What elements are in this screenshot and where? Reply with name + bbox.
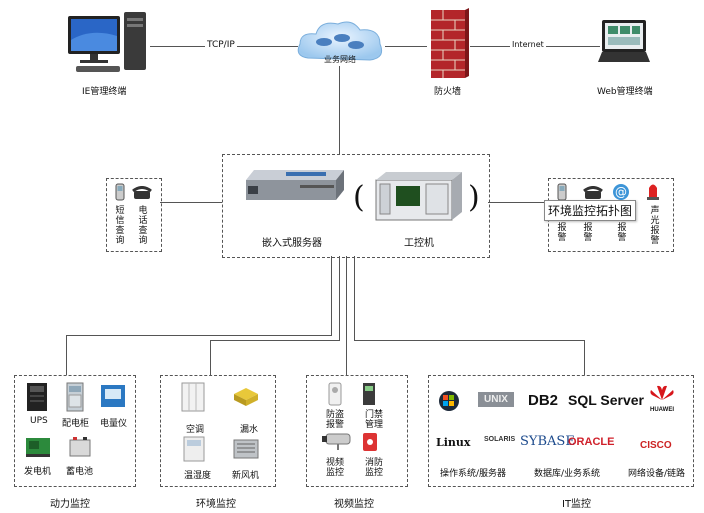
water-leak-label: 漏水 [240,425,259,435]
camera-icon [320,430,354,452]
anti-theft-icon [328,382,342,406]
oracle-logo: ORACLE [568,436,615,448]
email-icon: @ [612,183,630,201]
email-alarm-label: 报警 [617,223,627,243]
phone-mobile-icon [115,183,125,201]
distribution-cabinet-icon [66,382,84,412]
distribution-cabinet-label: 配电柜 [62,419,90,429]
sms-query-label: 短信查询 [115,206,125,246]
cloud-icon [294,18,386,68]
sql-server-logo: SQL Server [568,392,645,408]
access-control-label: 门禁管理 [364,410,383,430]
embedded-server-icon [240,166,350,226]
generator-label: 发电机 [24,467,52,477]
fresh-air-fan-label: 新风机 [232,471,260,481]
power-group-title: 动力监控 [50,499,90,510]
line-query-server [160,202,222,203]
svg-text:HUAWEI: HUAWEI [650,407,674,413]
temperature-humidity-label: 温湿度 [184,471,212,481]
it-group-title: IT监控 [562,499,592,510]
center-box [222,154,490,258]
generator-icon [24,434,52,458]
alarm-phone-icon [583,185,603,199]
anti-theft-label: 防盗报警 [325,410,344,430]
ie-terminal-pc-icon [66,10,150,80]
video-monitor-label: 视频监控 [325,458,344,478]
temperature-humidity-icon [182,436,206,462]
firewall-label: 防火墙 [434,87,462,97]
it-caption-db: 数据库/业务系统 [534,469,601,479]
huawei-logo-icon: HUAWEI [645,382,679,414]
line-cloud-server [339,66,340,154]
paren-right: ) [468,180,480,215]
bus-to-env-v1 [339,256,340,341]
cloud-label: 业务网络 [324,55,356,64]
ups-icon [26,382,48,412]
air-conditioner-icon [180,382,206,412]
db2-logo: DB2 [528,392,559,409]
sound-light-alarm-label: 声光报警 [650,206,660,246]
telephone-icon [132,185,152,199]
bus-to-power-v2 [66,335,67,375]
query-box [106,178,162,252]
web-terminal-laptop-icon [596,16,652,74]
battery-icon [68,436,92,458]
bus-to-video [346,256,347,375]
paren-left: ( [353,180,365,215]
video-group-title: 视频监控 [334,499,374,510]
power-meter-icon [100,384,126,408]
power-meter-label: 电量仪 [100,419,128,429]
alarm-mobile-icon [557,183,567,201]
tcpip-label: TCP/IP [205,40,237,50]
it-box [428,375,694,487]
sybase-logo: SYBASE [520,434,575,449]
fire-alarm-icon [362,432,378,452]
bus-to-it-v1 [354,256,355,341]
env-box [160,375,276,487]
it-caption-os: 操作系统/服务器 [440,469,507,479]
web-terminal-label: Web管理终端 [597,87,653,97]
cisco-logo: CISCO [640,440,672,451]
bus-to-it-h [354,340,584,341]
fire-monitor-label: 消防监控 [364,458,383,478]
bus-to-env-h [210,340,340,341]
ups-label: UPS [30,416,48,426]
it-caption-net: 网络设备/链路 [628,469,686,479]
linux-logo: Linux [436,436,471,449]
internet-label: Internet [510,40,546,49]
battery-label: 蓄电池 [66,467,94,477]
embedded-server-label: 嵌入式服务器 [262,238,322,249]
ipc-icon [372,170,468,224]
line-server-alarm [488,202,548,203]
bus-to-it-v2 [584,340,585,375]
siren-icon [646,181,660,201]
unix-logo: UNIX [478,392,514,407]
svg-text:@: @ [615,185,627,199]
water-leak-icon [232,386,260,408]
access-control-icon [362,382,376,406]
phone-query-label: 电话查询 [138,206,148,246]
line-cloud-firewall [385,46,427,47]
windows-logo-icon [438,390,460,412]
solaris-logo: SOLARIS [484,436,516,443]
fresh-air-fan-icon [232,438,260,460]
bus-to-power-h [66,335,332,336]
bus-to-power-v1 [331,256,332,336]
diagram-title-tooltip: 环境监控拓扑图 [544,200,637,221]
ipc-label: 工控机 [404,238,434,249]
ie-terminal-label: IE管理终端 [82,87,127,97]
video-box [306,375,408,487]
firewall-icon [427,6,471,80]
bus-to-env-v2 [210,340,211,375]
power-box [14,375,136,487]
air-conditioner-label: 空调 [186,425,205,435]
env-group-title: 环境监控 [196,499,236,510]
